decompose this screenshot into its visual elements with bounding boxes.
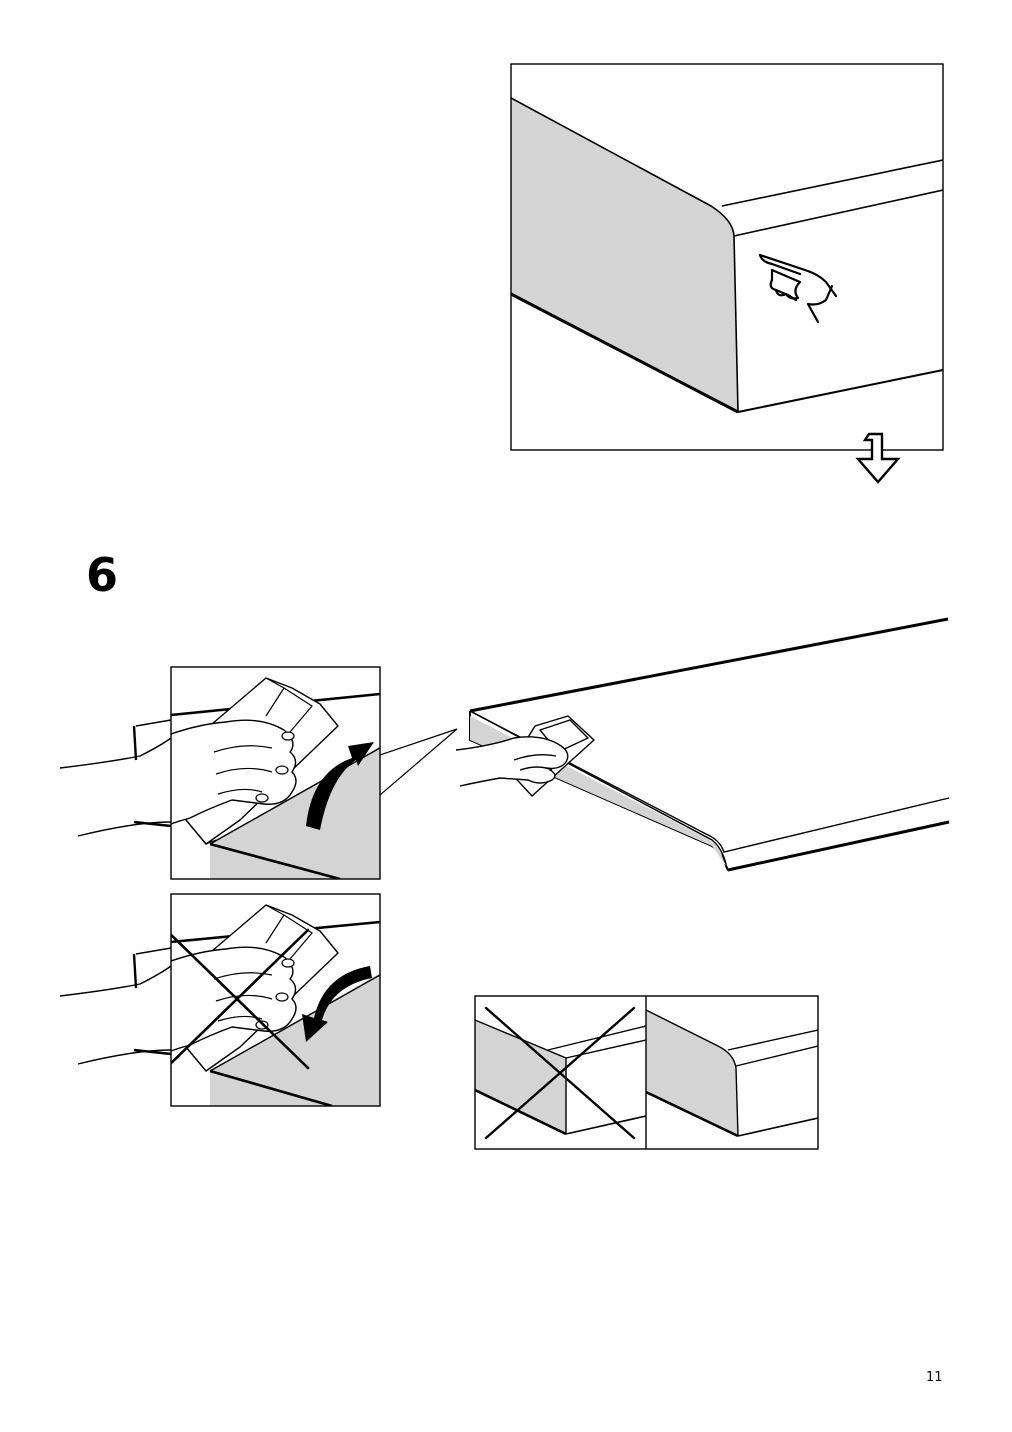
touch-hand-icon [758, 253, 838, 324]
sanding-correct-panel [59, 666, 381, 880]
edge-comparison-panel [474, 995, 819, 1150]
wrong-cross-icon [171, 928, 310, 1070]
rotate-down-arrow-icon [302, 966, 372, 1042]
rotate-up-arrow-icon [306, 742, 374, 830]
page-number: 11 [926, 1370, 943, 1385]
worktop-illustration [379, 617, 950, 872]
edge-detail-panel [510, 63, 944, 451]
step-number: 6 [86, 548, 119, 602]
wrong-cross-icon [484, 1006, 636, 1140]
sanding-wrong-panel [59, 893, 381, 1107]
next-step-arrow-icon [855, 432, 901, 484]
